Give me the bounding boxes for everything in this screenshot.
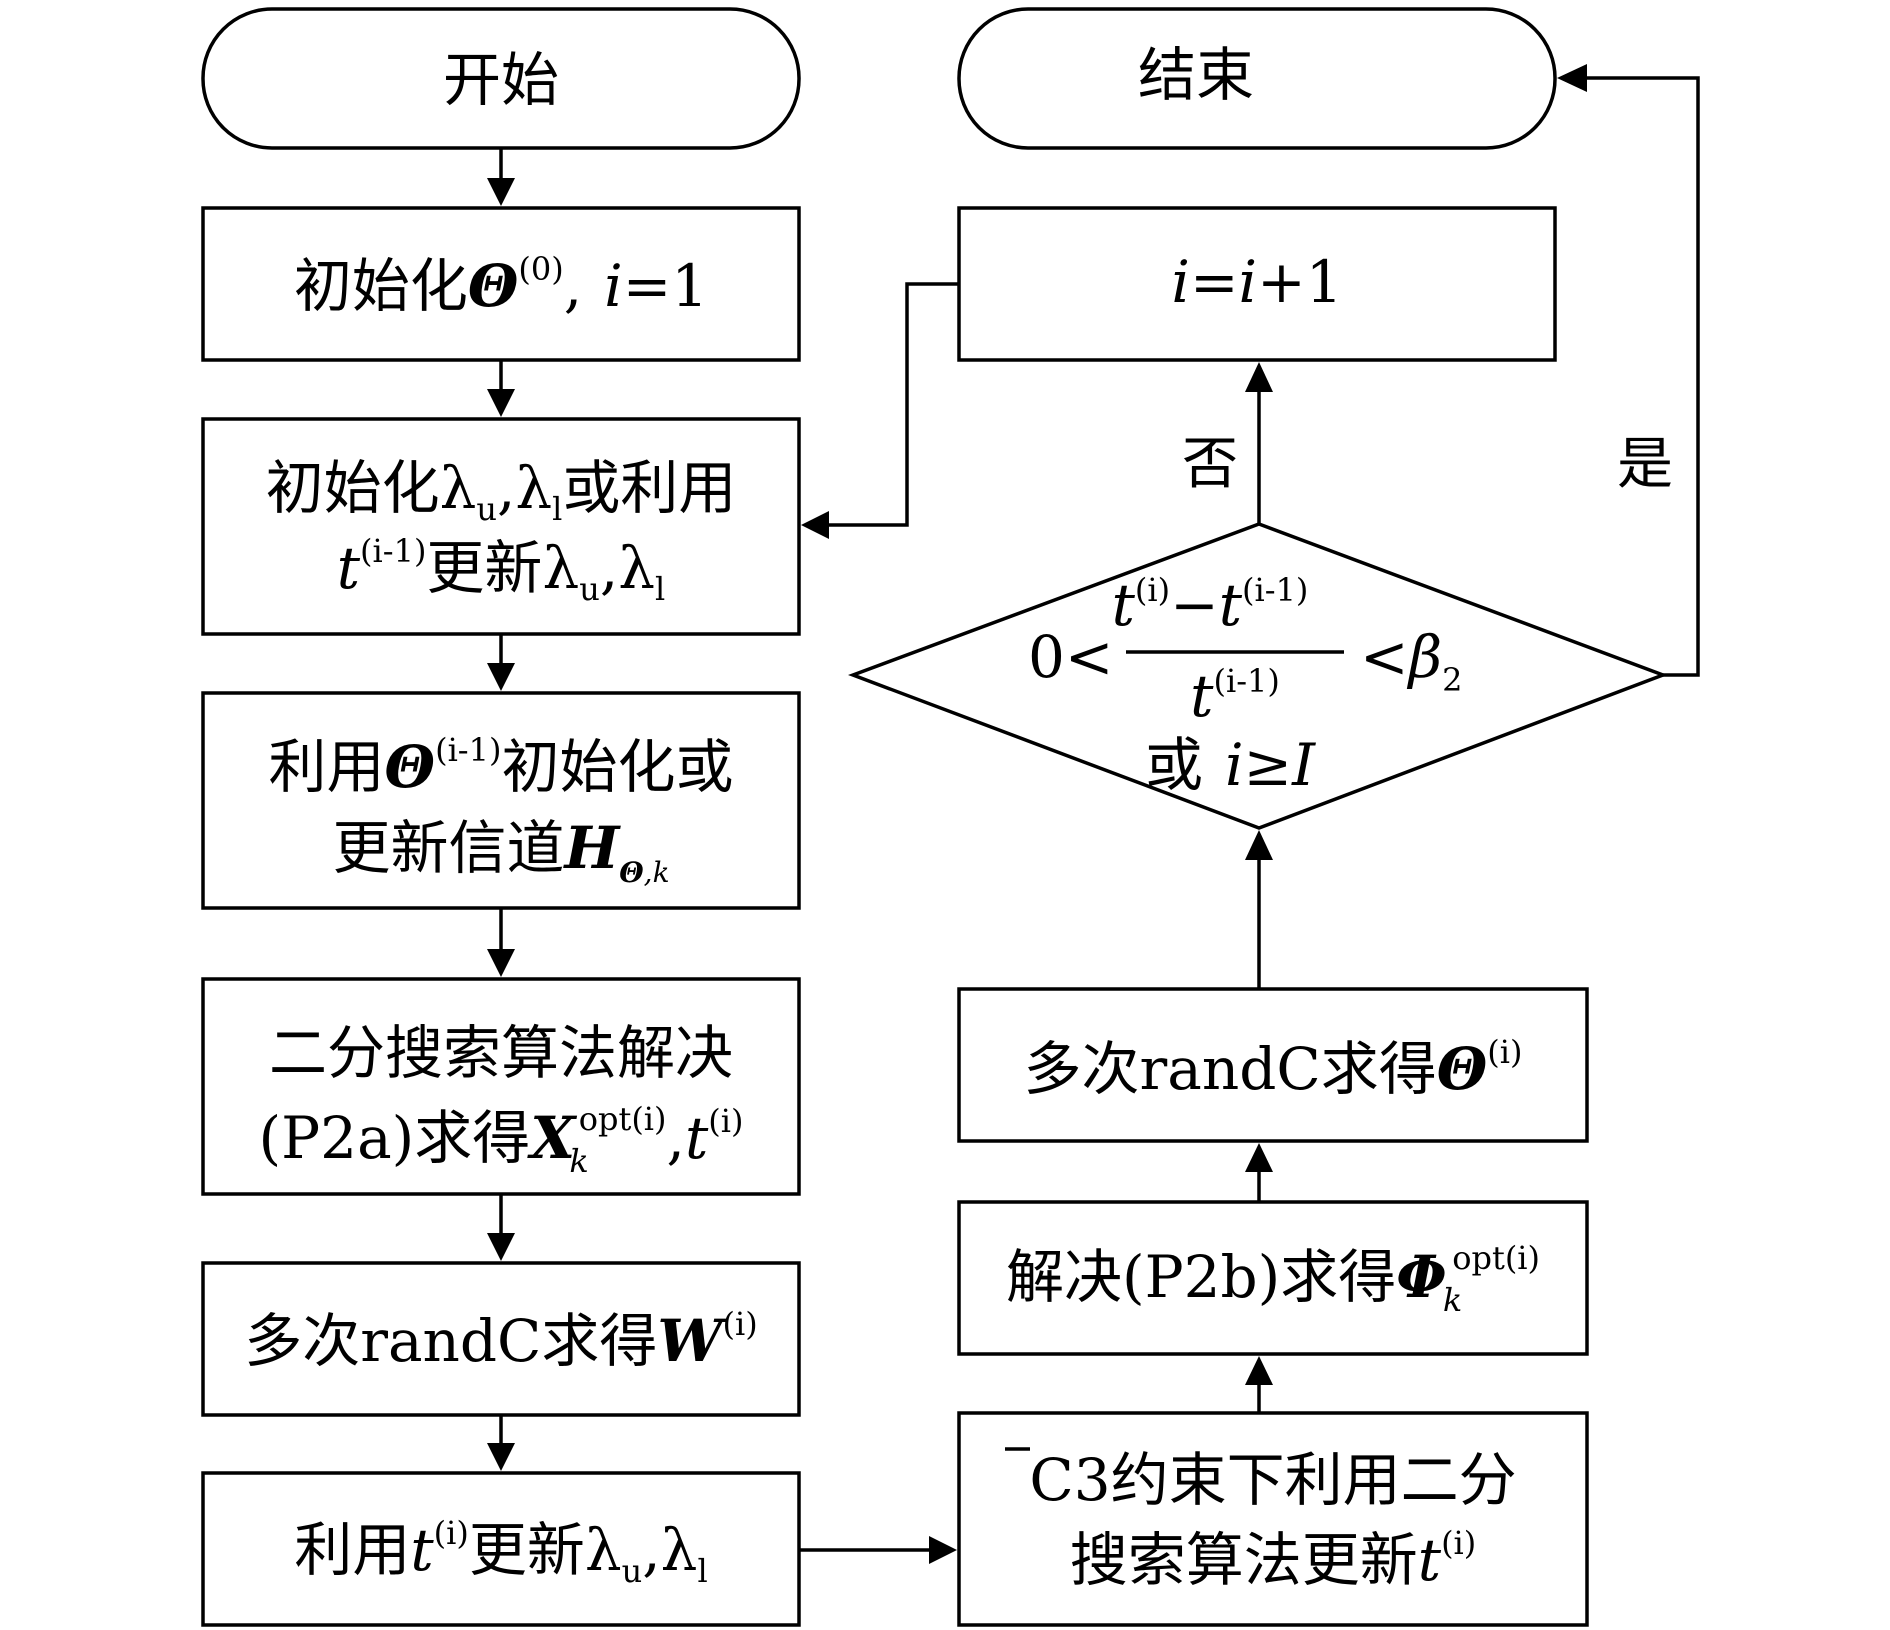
init-channel-line2: 更新信道HΘ,k bbox=[332, 814, 669, 889]
increment-box: i=i+1 bbox=[957, 206, 1557, 362]
edge-increment-to-init-lambda bbox=[827, 282, 959, 527]
c3-update-line2: 搜索算法更新t(i) bbox=[1070, 1524, 1477, 1594]
end-label: 结束 bbox=[1138, 41, 1254, 109]
randc-w-text: 多次randC求得W(i) bbox=[244, 1305, 758, 1375]
solve-p2b-text: 解决(P2b)求得Φkopt(i) bbox=[1006, 1239, 1540, 1319]
solve-p2b-box: 解决(P2b)求得Φkopt(i) bbox=[957, 1200, 1589, 1356]
arrowhead bbox=[487, 949, 515, 977]
start-terminal: 开始 bbox=[201, 7, 801, 150]
arrowhead bbox=[487, 389, 515, 417]
arrowhead bbox=[1245, 830, 1273, 860]
arrowhead bbox=[929, 1536, 957, 1564]
edge-decision-yes-to-end bbox=[1585, 76, 1700, 677]
randc-theta-box: 多次randC求得Θ(i) bbox=[957, 987, 1589, 1143]
init-lambda-line2: t(i-1)更新λu,λl bbox=[337, 532, 666, 608]
randc-w-box: 多次randC求得W(i) bbox=[201, 1261, 801, 1417]
arrowhead bbox=[487, 1233, 515, 1261]
decision-denominator: t(i-1) bbox=[1190, 662, 1280, 730]
arrowhead bbox=[487, 178, 515, 206]
end-terminal: 结束 bbox=[957, 7, 1557, 150]
init-channel-box: 利用Θ(i-1)初始化或 更新信道HΘ,k bbox=[201, 691, 801, 910]
decision-right: <β2 bbox=[1360, 623, 1463, 699]
bisection-line2: (P2a)求得Xkopt(i),t(i) bbox=[259, 1100, 744, 1180]
init-lambda-box: 初始化λu,λl或利用 t(i-1)更新λu,λl bbox=[201, 417, 801, 636]
arrowhead bbox=[801, 511, 829, 539]
init-theta-text: 初始化Θ(0),i=1 bbox=[294, 250, 708, 320]
update-lambda-text: 利用t(i)更新λu,λl bbox=[294, 1514, 707, 1590]
init-theta-box: 初始化Θ(0),i=1 bbox=[201, 206, 801, 362]
edge-label-yes: 是 bbox=[1617, 432, 1673, 497]
start-label: 开始 bbox=[443, 46, 559, 114]
c3-update-box: C3约束下利用二分 搜索算法更新t(i) bbox=[957, 1411, 1589, 1627]
arrowhead bbox=[1245, 1143, 1273, 1172]
arrowhead bbox=[487, 1443, 515, 1471]
decision-numerator: t(i)−t(i-1) bbox=[1112, 571, 1309, 639]
arrowhead bbox=[487, 663, 515, 691]
randc-theta-text: 多次randC求得Θ(i) bbox=[1024, 1033, 1523, 1103]
arrowhead bbox=[1245, 1356, 1273, 1385]
arrowhead bbox=[1245, 362, 1273, 392]
arrowhead bbox=[1557, 64, 1587, 92]
c3-update-line1: C3约束下利用二分 bbox=[1029, 1446, 1516, 1514]
connectors bbox=[487, 64, 1700, 1564]
init-lambda-line1: 初始化λu,λl或利用 bbox=[266, 454, 737, 528]
update-lambda-box: 利用t(i)更新λu,λl bbox=[201, 1471, 801, 1627]
decision-left: 0< bbox=[1028, 623, 1114, 691]
edge-label-no: 否 bbox=[1182, 432, 1238, 497]
increment-text: i=i+1 bbox=[1171, 248, 1342, 316]
init-channel-line1: 利用Θ(i-1)初始化或 bbox=[269, 731, 734, 801]
bisection-line1: 二分搜索算法解决 bbox=[269, 1019, 733, 1087]
bisection-box: 二分搜索算法解决 (P2a)求得Xkopt(i),t(i) bbox=[201, 977, 801, 1196]
